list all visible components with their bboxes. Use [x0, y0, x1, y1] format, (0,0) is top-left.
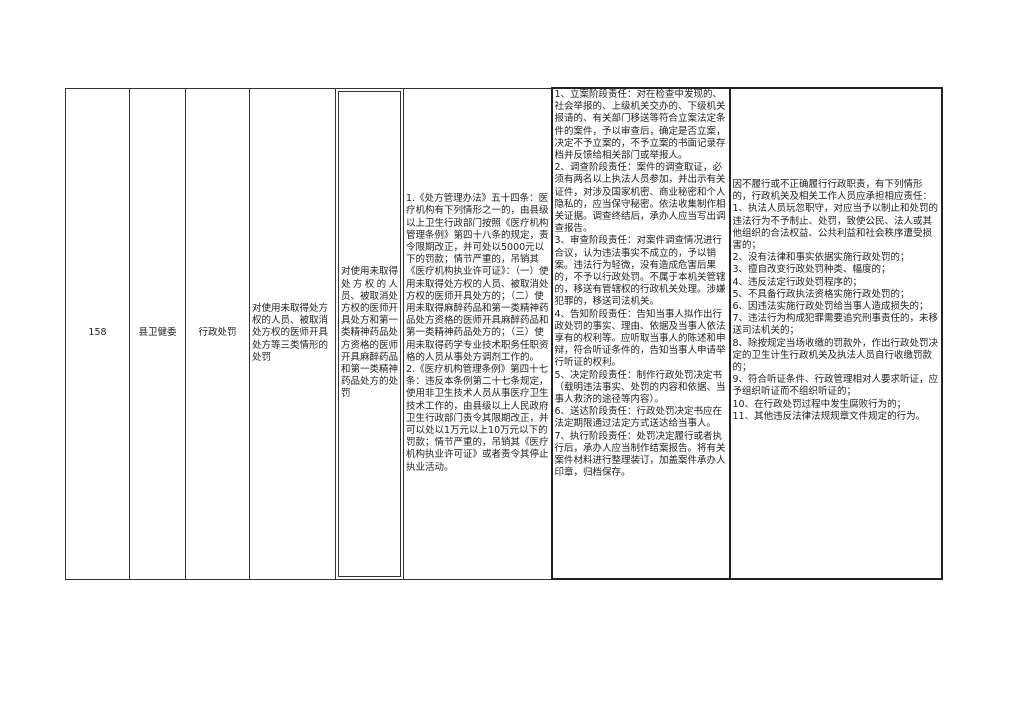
item-number: 158 [65, 87, 130, 580]
legal-basis: 1.《处方管理办法》五十四条：医疗机构有下列情形之一的，由县级以上卫生行政部门按… [403, 87, 552, 580]
legal-basis-item: 2.《医疗机构管理条例》第四十七条：违反本条例第二十七条规定，使用非卫生技术人员… [406, 364, 549, 473]
responsibility-items: 1、立案阶段责任：对在检查中发现的、社会举报的、上级机关交办的、下级机关报请的、… [550, 87, 731, 580]
accountability-item: 7、违法行为构成犯罪需要追究刑事责任的，未移送司法机关的； [732, 313, 939, 337]
legal-basis-item: 1.《处方管理办法》五十四条：医疗机构有下列情形之一的，由县级以上卫生行政部门按… [406, 193, 549, 363]
power-type: 行政处罚 [185, 87, 250, 580]
responsibility-item: 3、审查阶段责任：对案件调查情况进行合议，认为违法事实不成立的，予以销案。违法行… [554, 235, 726, 308]
responsibility-item: 7、执行阶段责任：处罚决定履行或者执行后，承办人应当制作结案报告。将有关案件材料… [554, 430, 726, 479]
accountability-items: 因不履行或不正确履行行政职责，有下列情形的，行政机关及相关工作人员应承担相应责任… [728, 87, 943, 580]
sub-item-name: 对使用未取得处方权的人员、被取消处方权的医师开具处方和第一类精神药品处方资格的医… [338, 90, 401, 577]
responsibility-item: 4、告知阶段责任：告知当事人拟作出行政处罚的事实、理由、依据及当事人依法享有的权… [554, 308, 726, 369]
accountability-item: 10、在行政处罚过程中发生腐败行为的； [732, 398, 907, 410]
sub-item-cell: 对使用未取得处方权的人员、被取消处方权的医师开具处方和第一类精神药品处方资格的医… [335, 87, 404, 580]
accountability-item: 4、违反法定行政处罚程序的； [732, 276, 863, 288]
table-row: 158 县卫健委 行政处罚 对使用未取得处方权的人员、被取消处方权的医师开具处方… [65, 87, 943, 580]
accountability-item: 3、擅自改变行政处罚种类、幅度的； [732, 264, 891, 276]
accountability-item: 1、执法人员玩忽职守，对应当予以制止和处罚的违法行为不予制止、处罚，致使公民、法… [732, 203, 939, 252]
department: 县卫健委 [129, 87, 186, 580]
power-list-table: 158 县卫健委 行政处罚 对使用未取得处方权的人员、被取消处方权的医师开具处方… [65, 87, 943, 580]
accountability-item: 因不履行或不正确履行行政职责，有下列情形的，行政机关及相关工作人员应承担相应责任… [732, 179, 933, 203]
responsibility-item: 6、送达阶段责任：行政处罚决定书应在法定期限通过法定方式送达给当事人。 [554, 406, 723, 430]
accountability-item: 5、不具备行政执法资格实施行政处罚的； [732, 288, 910, 300]
accountability-item: 8、除按规定当场收缴的罚款外，作出行政处罚决定的卫生计生行政机关及执法人员自行收… [732, 337, 939, 374]
accountability-item: 2、没有法律和事实依据实施行政处罚的； [732, 252, 910, 264]
accountability-item: 11、其他违反法律法规规章文件规定的行为。 [732, 410, 926, 422]
accountability-item: 6、因违法实施行政处罚给当事人造成损失的； [732, 301, 929, 313]
responsibility-item: 1、立案阶段责任：对在检查中发现的、社会举报的、上级机关交办的、下级机关报请的、… [554, 89, 726, 162]
responsibility-item: 5、决定阶段责任：制作行政处罚决定书（载明违法事实、处罚的内容和依据、当事人救济… [554, 369, 726, 406]
accountability-item: 9、符合听证条件、行政管理相对人要求听证，应予组织听证而不组织听证的； [732, 374, 939, 398]
power-name: 对使用未取得处方权的人员、被取消处方权的医师开具处方等三类情形的处罚 [249, 87, 336, 580]
responsibility-item: 2、调查阶段责任：案件的调查取证，必须有两名以上执法人员参加，并出示有关证件，对… [554, 162, 726, 235]
